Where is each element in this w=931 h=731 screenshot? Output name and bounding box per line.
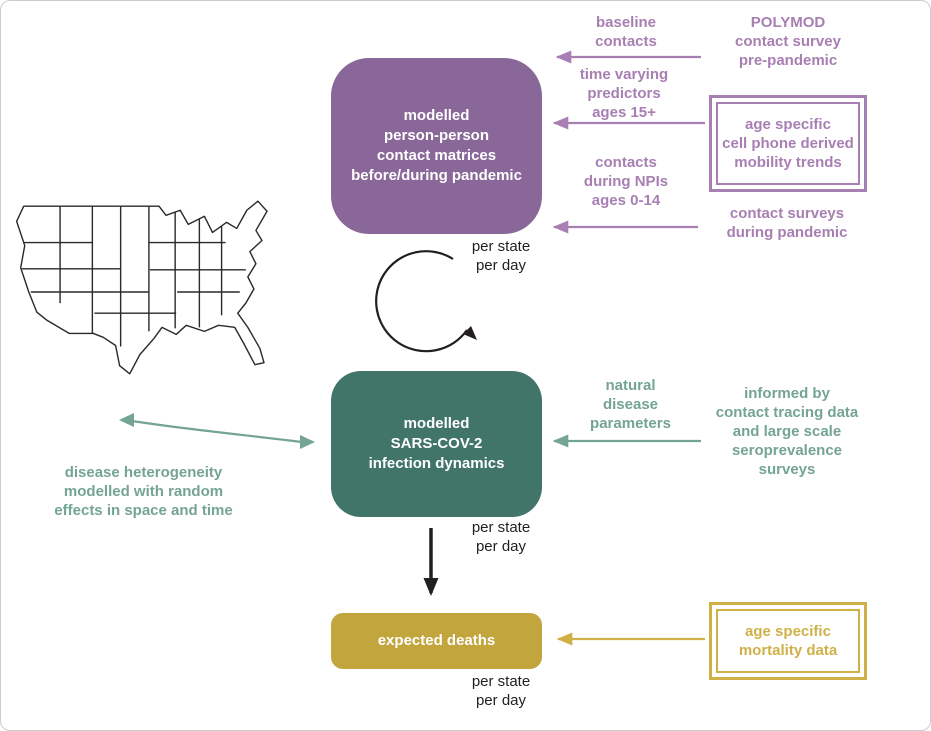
mortality-data-box: age specific mortality data bbox=[709, 602, 867, 680]
baseline-contacts-label: baseline contacts bbox=[595, 14, 657, 50]
npis-contacts-label: contacts during NPIs ages 0-14 bbox=[583, 154, 669, 209]
natural-disease-parameters-label: natural disease parameters bbox=[590, 377, 671, 432]
us-state-borders bbox=[21, 206, 246, 347]
contact-surveys-label: contact surveys during pandemic bbox=[726, 205, 848, 241]
heterogeneity-label: disease heterogeneity modelled with rand… bbox=[54, 464, 233, 519]
node-contact-matrices: modelled person-person contact matrices … bbox=[331, 58, 542, 234]
mortality-data-label: age specific mortality data bbox=[716, 609, 860, 673]
polymod-source-label: POLYMOD contact survey pre-pandemic bbox=[735, 14, 841, 69]
node-expected-deaths: expected deaths bbox=[331, 613, 542, 669]
node-infection-dynamics: modelled SARS-COV-2 infection dynamics bbox=[331, 371, 542, 517]
heterogeneity-arrowhead-right bbox=[300, 435, 315, 449]
feedback-loop-arrowhead bbox=[463, 326, 477, 340]
us-map-outline bbox=[15, 200, 268, 375]
mobility-trends-box: age specific cell phone derived mobility… bbox=[709, 95, 867, 192]
per-state-per-day-infections: per state per day bbox=[471, 519, 531, 555]
contact-tracing-label: informed by contact tracing data and lar… bbox=[715, 385, 859, 478]
time-varying-predictors-label: time varying predictors ages 15+ bbox=[579, 66, 669, 121]
mobility-trends-label: age specific cell phone derived mobility… bbox=[716, 102, 860, 185]
per-state-per-day-deaths: per state per day bbox=[471, 673, 531, 709]
us-map bbox=[15, 200, 268, 375]
heterogeneity-arrowhead-left bbox=[119, 413, 134, 427]
per-state-per-day-contacts: per state per day bbox=[471, 238, 531, 274]
heterogeneity-double-arrow bbox=[131, 419, 303, 444]
